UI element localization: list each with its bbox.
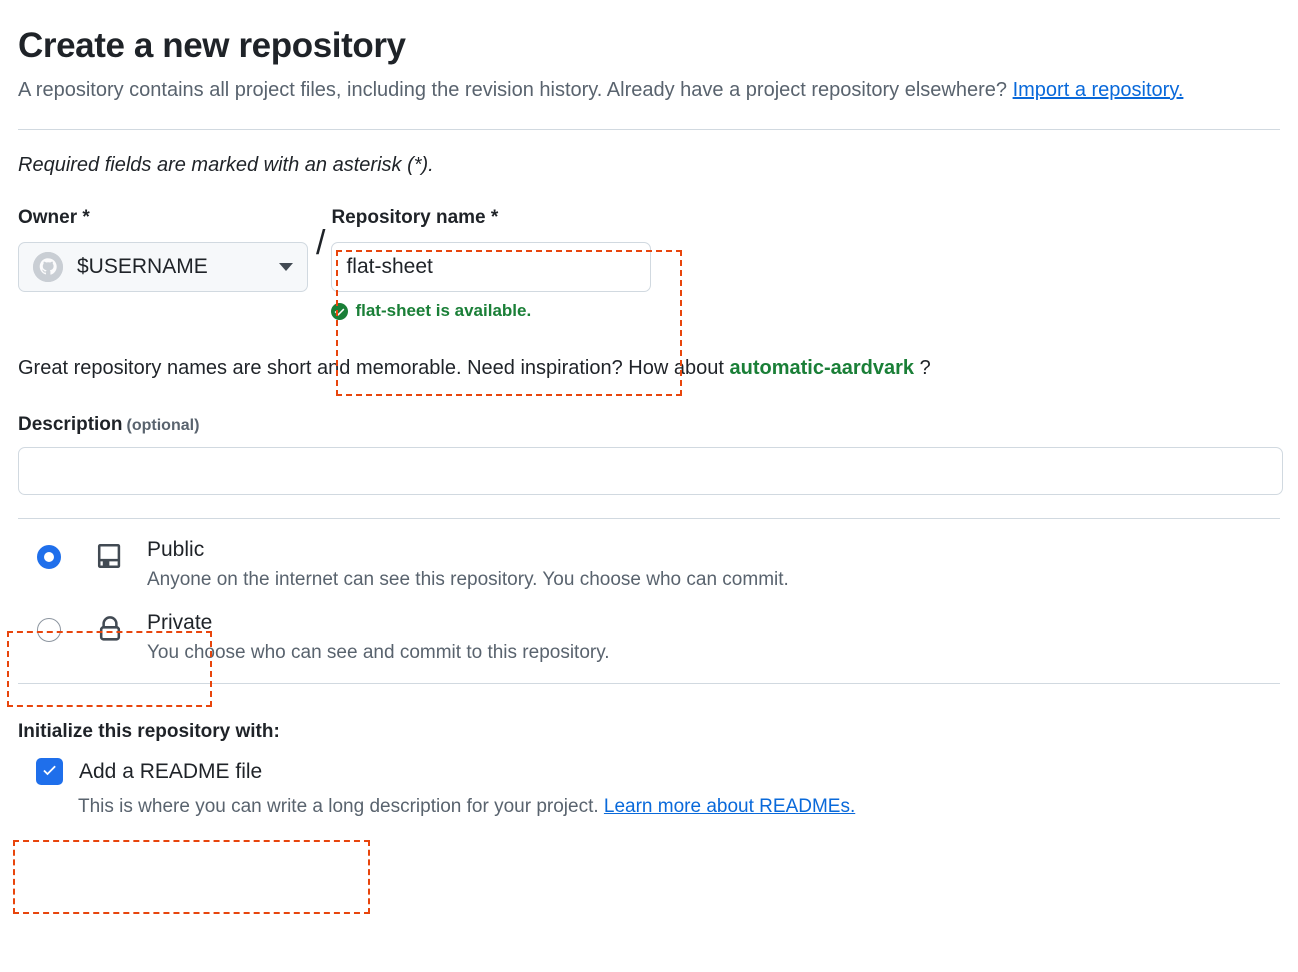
description-optional-tag: (optional) — [126, 417, 200, 434]
radio-private[interactable] — [37, 618, 61, 642]
chevron-down-icon — [279, 263, 293, 271]
description-input[interactable] — [18, 447, 1283, 495]
readme-option-description: This is where you can write a long descr… — [78, 794, 1280, 820]
description-label: Description — [18, 414, 123, 435]
suggested-repository-name[interactable]: automatic-aardvark — [729, 357, 915, 379]
owner-and-name-row: Owner * $USERNAME / Repository name * — [18, 206, 1280, 321]
suggestion-suffix: ? — [914, 357, 931, 379]
visibility-private-description: You choose who can see and commit to thi… — [147, 642, 610, 663]
owner-name-separator: / — [316, 224, 326, 262]
owner-select[interactable]: $USERNAME — [18, 242, 308, 292]
visibility-public-description: Anyone on the internet can see this repo… — [147, 569, 789, 590]
name-suggestion: Great repository names are short and mem… — [18, 355, 1280, 381]
page-intro: A repository contains all project files,… — [18, 72, 1198, 109]
repository-name-label: Repository name * — [331, 207, 499, 228]
repository-name-input[interactable] — [331, 242, 652, 292]
learn-more-readmes-link[interactable]: Learn more about READMEs. — [603, 796, 856, 817]
visibility-options: Public Anyone on the internet can see th… — [18, 535, 1280, 667]
owner-field-group: Owner * $USERNAME — [18, 206, 308, 292]
visibility-public-title: Public — [147, 538, 205, 561]
intro-text: A repository contains all project files,… — [18, 79, 1013, 101]
visibility-option-public[interactable]: Public Anyone on the internet can see th… — [18, 535, 1280, 594]
suggestion-prefix: Great repository names are short and mem… — [18, 357, 730, 379]
divider-before-initialize — [18, 683, 1280, 684]
visibility-public-text: Public Anyone on the internet can see th… — [147, 535, 789, 594]
visibility-option-private[interactable]: Private You choose who can see and commi… — [18, 608, 1280, 667]
github-octocat-avatar-icon — [33, 252, 63, 282]
radio-public[interactable] — [37, 545, 61, 569]
required-fields-note: Required fields are marked with an aster… — [18, 154, 434, 176]
lock-icon — [95, 614, 125, 644]
check-circle-fill-icon — [331, 302, 349, 320]
visibility-private-title: Private — [147, 611, 213, 634]
readme-desc-text: This is where you can write a long descr… — [78, 796, 604, 817]
divider-before-visibility — [18, 518, 1280, 519]
initialize-section-title: Initialize this repository with: — [18, 721, 280, 742]
description-label-row: Description(optional) — [18, 414, 1280, 436]
divider-top — [18, 129, 1280, 130]
repository-name-field-group: Repository name * flat-sheet is availabl… — [331, 206, 652, 321]
owner-name-value: $USERNAME — [77, 255, 208, 278]
annotation-box-initialize-readme — [13, 840, 370, 914]
checkbox-add-readme[interactable] — [36, 758, 63, 785]
readme-option-row[interactable]: Add a README file — [18, 758, 1280, 785]
page-title: Create a new repository — [18, 26, 406, 65]
availability-text: flat-sheet is available. — [355, 301, 532, 320]
visibility-private-text: Private You choose who can see and commi… — [147, 608, 610, 667]
availability-status: flat-sheet is available. — [331, 301, 651, 321]
import-repository-link[interactable]: Import a repository. — [1012, 79, 1184, 101]
readme-option-label[interactable]: Add a README file — [79, 760, 263, 783]
owner-label: Owner * — [18, 207, 90, 228]
book-icon — [95, 541, 125, 571]
